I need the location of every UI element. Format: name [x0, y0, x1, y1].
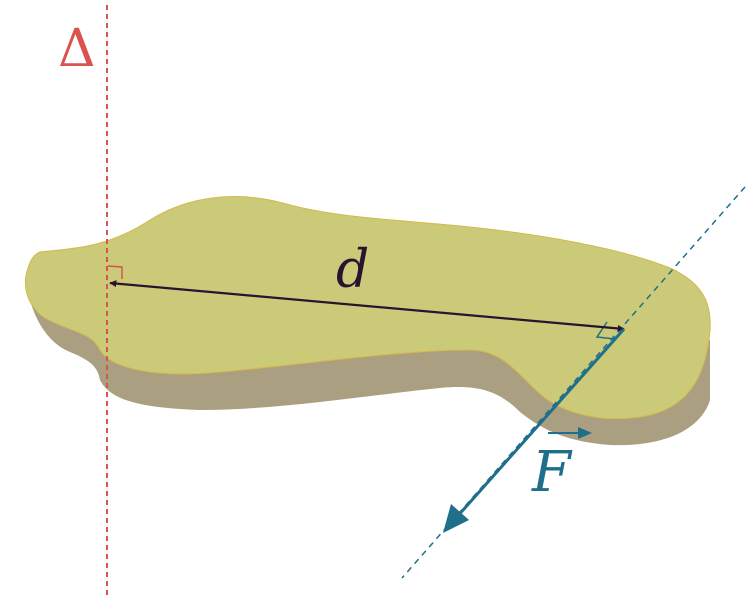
force-label: F — [531, 440, 573, 505]
force-vector-arrowhead — [443, 504, 469, 533]
axis-right-angle-mark — [107, 265, 123, 279]
distance-arrow — [109, 280, 625, 332]
distance-label: d — [336, 240, 369, 300]
force-label-vector-bar-head — [578, 427, 592, 439]
force-vector-shaft — [454, 328, 626, 519]
axis-label: Δ — [58, 19, 96, 79]
